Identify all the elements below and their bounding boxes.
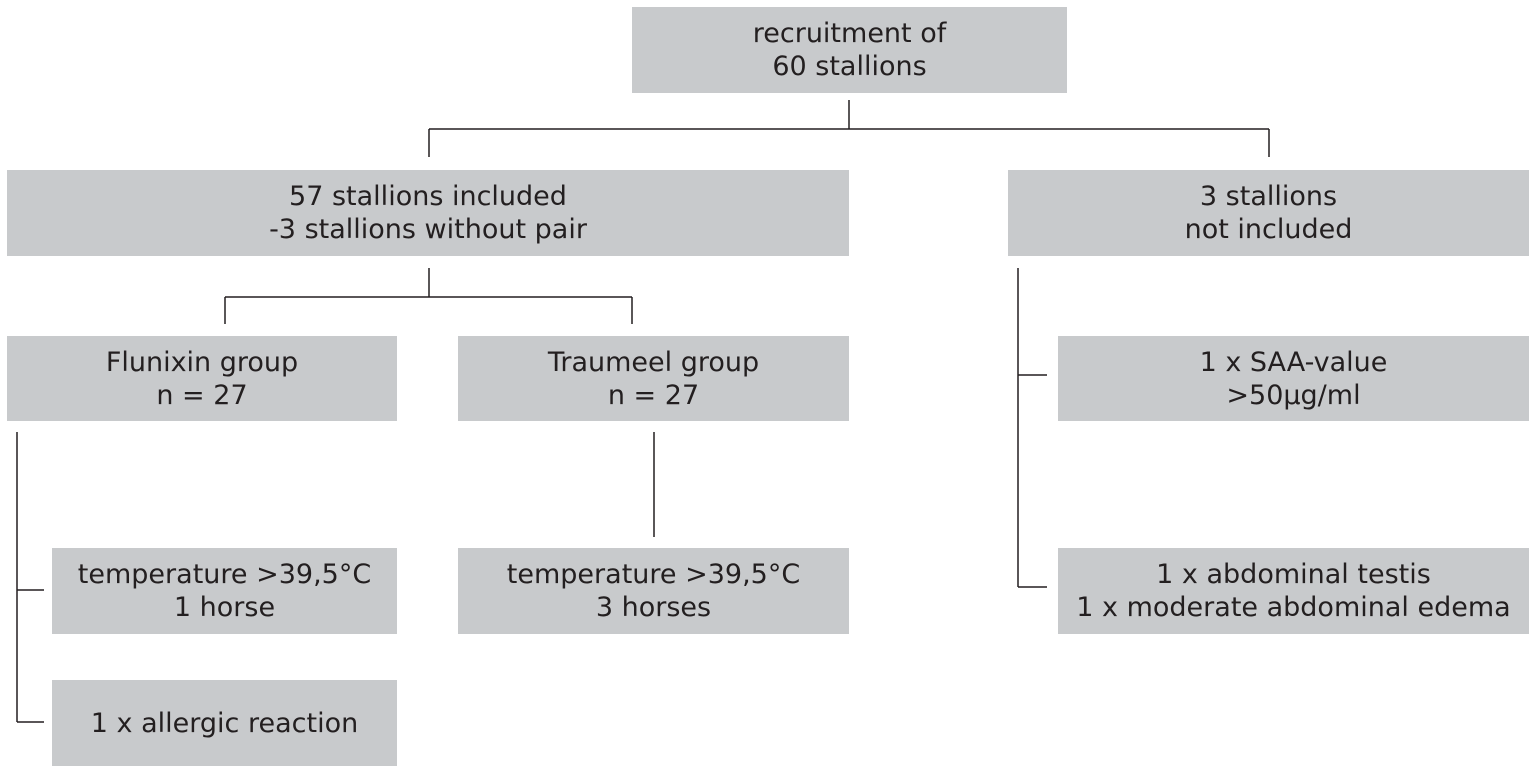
flunixin-line2: n = 27 bbox=[156, 379, 248, 411]
included-line1: 57 stallions included bbox=[289, 181, 567, 212]
saa-line2: >50µg/ml bbox=[1226, 379, 1361, 411]
traumeel-line2: n = 27 bbox=[607, 379, 700, 411]
flunixin-line1: Flunixin group bbox=[105, 346, 299, 378]
saa-line1: 1 x SAA-value bbox=[1199, 346, 1388, 378]
traumeel-temperature-box: temperature >39,5°C 3 horses bbox=[458, 548, 849, 634]
traumeel-line1: Traumeel group bbox=[547, 346, 760, 378]
flunixin-temp-line1: temperature >39,5°C bbox=[77, 559, 372, 590]
traumeel-temp-line1: temperature >39,5°C bbox=[506, 559, 801, 590]
allergic-reaction-box: 1 x allergic reaction bbox=[52, 680, 397, 766]
abdominal-line2: 1 x moderate abdominal edema bbox=[1076, 592, 1511, 623]
allergic-line1: 1 x allergic reaction bbox=[90, 707, 359, 739]
abdominal-box: 1 x abdominal testis 1 x moderate abdomi… bbox=[1058, 548, 1529, 634]
flunixin-temperature-box: temperature >39,5°C 1 horse bbox=[52, 548, 397, 634]
included-line2: -3 stallions without pair bbox=[269, 214, 587, 245]
abdominal-line1: 1 x abdominal testis bbox=[1156, 559, 1431, 590]
traumeel-group-box: Traumeel group n = 27 bbox=[458, 336, 849, 421]
not-included-box: 3 stallions not included bbox=[1008, 170, 1529, 256]
flunixin-group-box: Flunixin group n = 27 bbox=[7, 336, 397, 421]
recruitment-box: recruitment of 60 stallions bbox=[632, 7, 1067, 93]
traumeel-temp-line2: 3 horses bbox=[595, 592, 712, 623]
not-included-line2: not included bbox=[1184, 214, 1353, 245]
recruitment-line2: 60 stallions bbox=[772, 51, 927, 82]
recruitment-line1: recruitment of bbox=[752, 18, 947, 49]
included-box: 57 stallions included -3 stallions witho… bbox=[7, 170, 849, 256]
flunixin-temp-line2: 1 horse bbox=[173, 592, 276, 623]
not-included-line1: 3 stallions bbox=[1199, 181, 1338, 212]
saa-box: 1 x SAA-value >50µg/ml bbox=[1058, 336, 1529, 421]
